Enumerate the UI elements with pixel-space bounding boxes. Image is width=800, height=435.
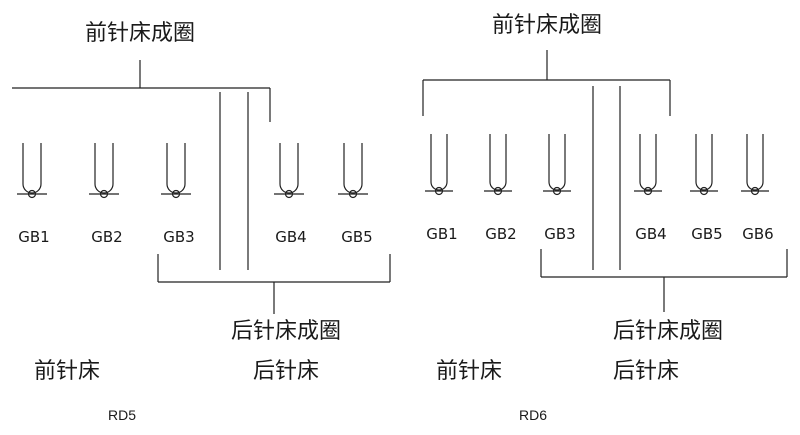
guide-bar-gb4 (274, 143, 304, 199)
guide-bar-gb3 (543, 134, 571, 196)
guide-bar-gb6 (741, 134, 769, 196)
panel-caption: RD6 (519, 407, 547, 423)
guide-bar-label: GB1 (18, 228, 49, 246)
back-looping-title: 后针床成圈 (231, 319, 341, 344)
guide-bar-gb1 (425, 134, 453, 196)
guide-bar-label: GB2 (485, 225, 516, 243)
guide-bar-label: GB5 (691, 225, 722, 243)
guide-bar-label: GB5 (341, 228, 372, 246)
guide-bar-gb2 (484, 134, 512, 196)
guide-bar-gb5 (690, 134, 718, 196)
front-looping-title: 前针床成圈 (85, 21, 195, 46)
guide-bar-label: GB2 (91, 228, 122, 246)
guide-bar-label: GB3 (544, 225, 575, 243)
panel-caption: RD5 (108, 407, 136, 423)
front-looping-title: 前针床成圈 (492, 13, 602, 38)
panel-rd5: 前针床成圈 (12, 21, 391, 423)
guide-bar-gb5 (338, 143, 368, 199)
guide-bar-gb3 (161, 143, 191, 199)
guide-bar-label: GB6 (742, 225, 773, 243)
guide-bar-gb4 (634, 134, 662, 196)
panel-rd6: 前针床成圈 (422, 13, 788, 423)
front-bed-label: 前针床 (34, 359, 100, 384)
guide-bar-gb2 (89, 143, 119, 199)
guide-bar-label: GB3 (163, 228, 194, 246)
guide-bar-label: GB4 (275, 228, 306, 246)
back-bed-label: 后针床 (253, 359, 319, 384)
guide-bar-gb1 (17, 143, 47, 199)
guide-bar-label: GB1 (426, 225, 457, 243)
guide-bar-label: GB4 (635, 225, 666, 243)
back-looping-title: 后针床成圈 (613, 319, 723, 344)
front-bed-label: 前针床 (436, 359, 502, 384)
back-bed-label: 后针床 (613, 359, 679, 384)
